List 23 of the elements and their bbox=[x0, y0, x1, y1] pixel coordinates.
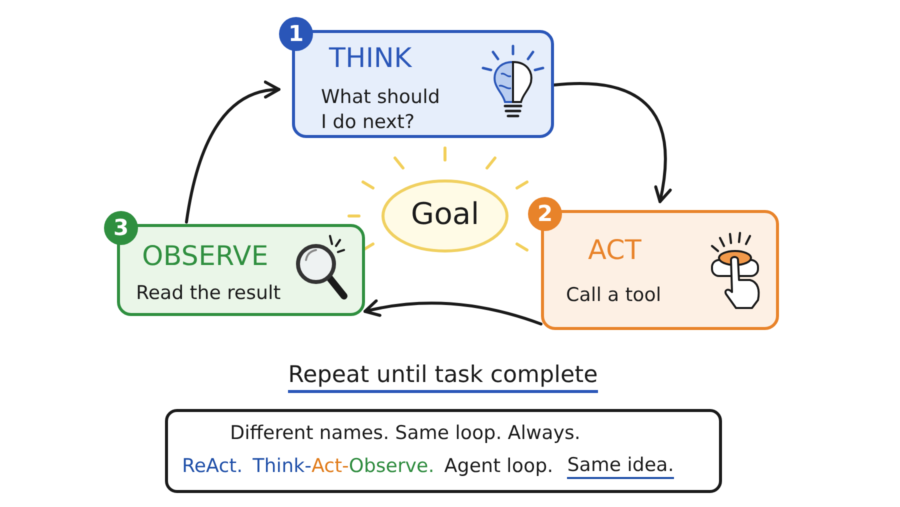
loop-arrow bbox=[184, 82, 280, 224]
caption-text: Repeat until task complete bbox=[288, 362, 598, 393]
step-description: Read the result bbox=[136, 281, 282, 306]
note-text: Agent loop. bbox=[444, 455, 554, 479]
goal-ellipse bbox=[380, 178, 510, 254]
note-text: ReAct. bbox=[182, 455, 243, 479]
step-number: 2 bbox=[528, 197, 562, 231]
loop-arrow bbox=[364, 300, 542, 326]
note-text: Different names. Same loop. Always. bbox=[230, 422, 580, 444]
loop-arrow bbox=[552, 82, 672, 204]
note-text: Same idea. bbox=[567, 455, 674, 479]
step-number: 3 bbox=[104, 211, 138, 245]
note-text: Think- bbox=[252, 455, 312, 479]
step-title: ACT bbox=[588, 235, 642, 266]
note-box bbox=[165, 409, 722, 493]
step-description: Call a tool bbox=[566, 283, 662, 308]
note-text: Observe. bbox=[348, 455, 434, 479]
step-description: What should I do next? bbox=[321, 85, 441, 134]
step-title: OBSERVE bbox=[142, 241, 268, 272]
step-number: 1 bbox=[279, 17, 313, 51]
note-text: Act- bbox=[311, 455, 349, 479]
goal-label: Goal bbox=[410, 197, 480, 232]
step-title: THINK bbox=[329, 43, 412, 74]
